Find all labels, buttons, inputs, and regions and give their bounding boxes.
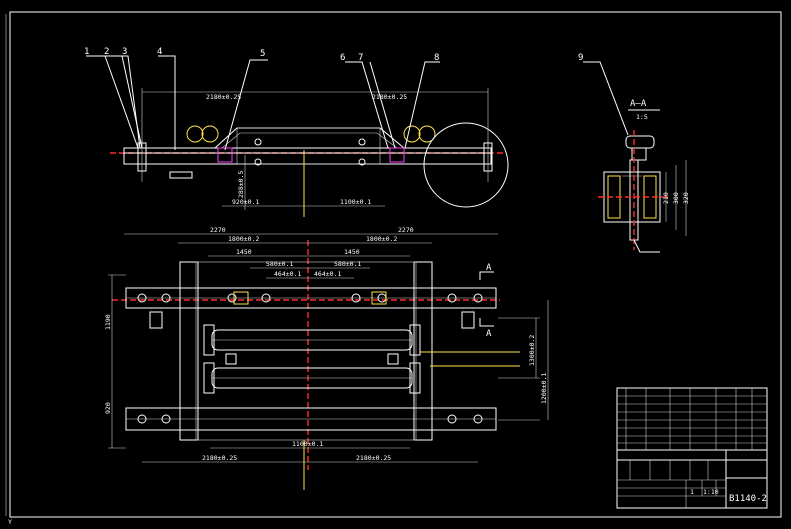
- left-side-frame: [179, 261, 199, 441]
- dim-plan-small-right: 580±0.1: [334, 260, 361, 268]
- dim-plan-bottom-left: 2180±0.25: [202, 454, 237, 462]
- section-title: A—A: [630, 99, 647, 109]
- dim-plan-bottom-mid: 1100±0.1: [292, 440, 323, 448]
- dim-top-left-span: 2180±0.25: [206, 93, 241, 101]
- callout-3: 3: [122, 47, 127, 57]
- drawing-scale: 1:10: [703, 488, 719, 496]
- part-callouts: 1 2 3 4 5 6 7 8 9: [84, 47, 629, 151]
- callout-1: 1: [84, 47, 89, 57]
- wheel-right-a: [403, 125, 421, 143]
- section-mark-upper: A: [486, 263, 492, 273]
- corner-marker: Y: [8, 518, 12, 526]
- detail-circle: [423, 122, 509, 208]
- dim-plan-inner-left: 464±0.1: [274, 270, 301, 278]
- dim-top-bottom-right: 1100±0.1: [340, 198, 371, 206]
- drawing-frame: [9, 11, 782, 518]
- dim-plan-right-total: 2270: [398, 226, 414, 234]
- callout-7: 7: [358, 53, 363, 63]
- callout-4: 4: [157, 47, 162, 57]
- callout-9: 9: [578, 53, 583, 63]
- dim-plan-small-left: 580±0.1: [266, 260, 293, 268]
- callout-5: 5: [260, 49, 265, 59]
- dim-plan-mid-left: 1450: [236, 248, 252, 256]
- wheel-left-b: [201, 125, 219, 143]
- section-mark-lower: A: [486, 329, 492, 339]
- dim-top-height: 288±0.5: [237, 171, 245, 198]
- sheet-number: 1: [690, 488, 694, 496]
- section-dim-2: 300: [672, 192, 680, 204]
- dim-plan-inner-right: 464±0.1: [314, 270, 341, 278]
- dim-plan-mid-right: 1450: [344, 248, 360, 256]
- elevation-view: 2180±0.25 2180±0.25 288±0.5 920±0.1 1100…: [110, 88, 509, 217]
- main-beam: [123, 147, 492, 165]
- drawing-number: B1140-2: [729, 494, 767, 504]
- dim-plan-bottom-right: 2180±0.25: [356, 454, 391, 462]
- section-dim-3: 320: [682, 192, 690, 204]
- wheel-left-a: [186, 125, 204, 143]
- section-a-a: A—A 1:5 210 300 320: [598, 99, 690, 253]
- callout-6: 6: [340, 53, 345, 63]
- arch-frame: [214, 127, 405, 149]
- dim-plan-height-upper: 1190: [104, 314, 112, 330]
- dim-right-vertical: 1300±0.2: [528, 335, 536, 366]
- dim-right-vertical-lower: 1200±0.1: [540, 373, 548, 404]
- dim-plan-left-total: 2270: [210, 226, 226, 234]
- dim-plan-right-inner: 1800±0.2: [366, 235, 397, 243]
- dim-plan-left-inner: 1800±0.2: [228, 235, 259, 243]
- dim-top-bottom-left: 920±0.1: [232, 198, 259, 206]
- plan-view: 1190 920 2270 2270 1800±0.2 1800±0.2 145…: [104, 226, 549, 490]
- right-side-frame: [413, 261, 433, 441]
- dim-plan-height-lower: 920: [104, 402, 112, 414]
- section-scale: 1:5: [636, 113, 648, 121]
- title-block: B1140-2 1 1:10: [616, 387, 768, 509]
- callout-2: 2: [104, 47, 109, 57]
- callout-8: 8: [434, 53, 439, 63]
- dim-top-right-span: 2180±0.25: [372, 93, 407, 101]
- section-dim-1: 210: [662, 192, 670, 204]
- wheel-right-b: [418, 125, 436, 143]
